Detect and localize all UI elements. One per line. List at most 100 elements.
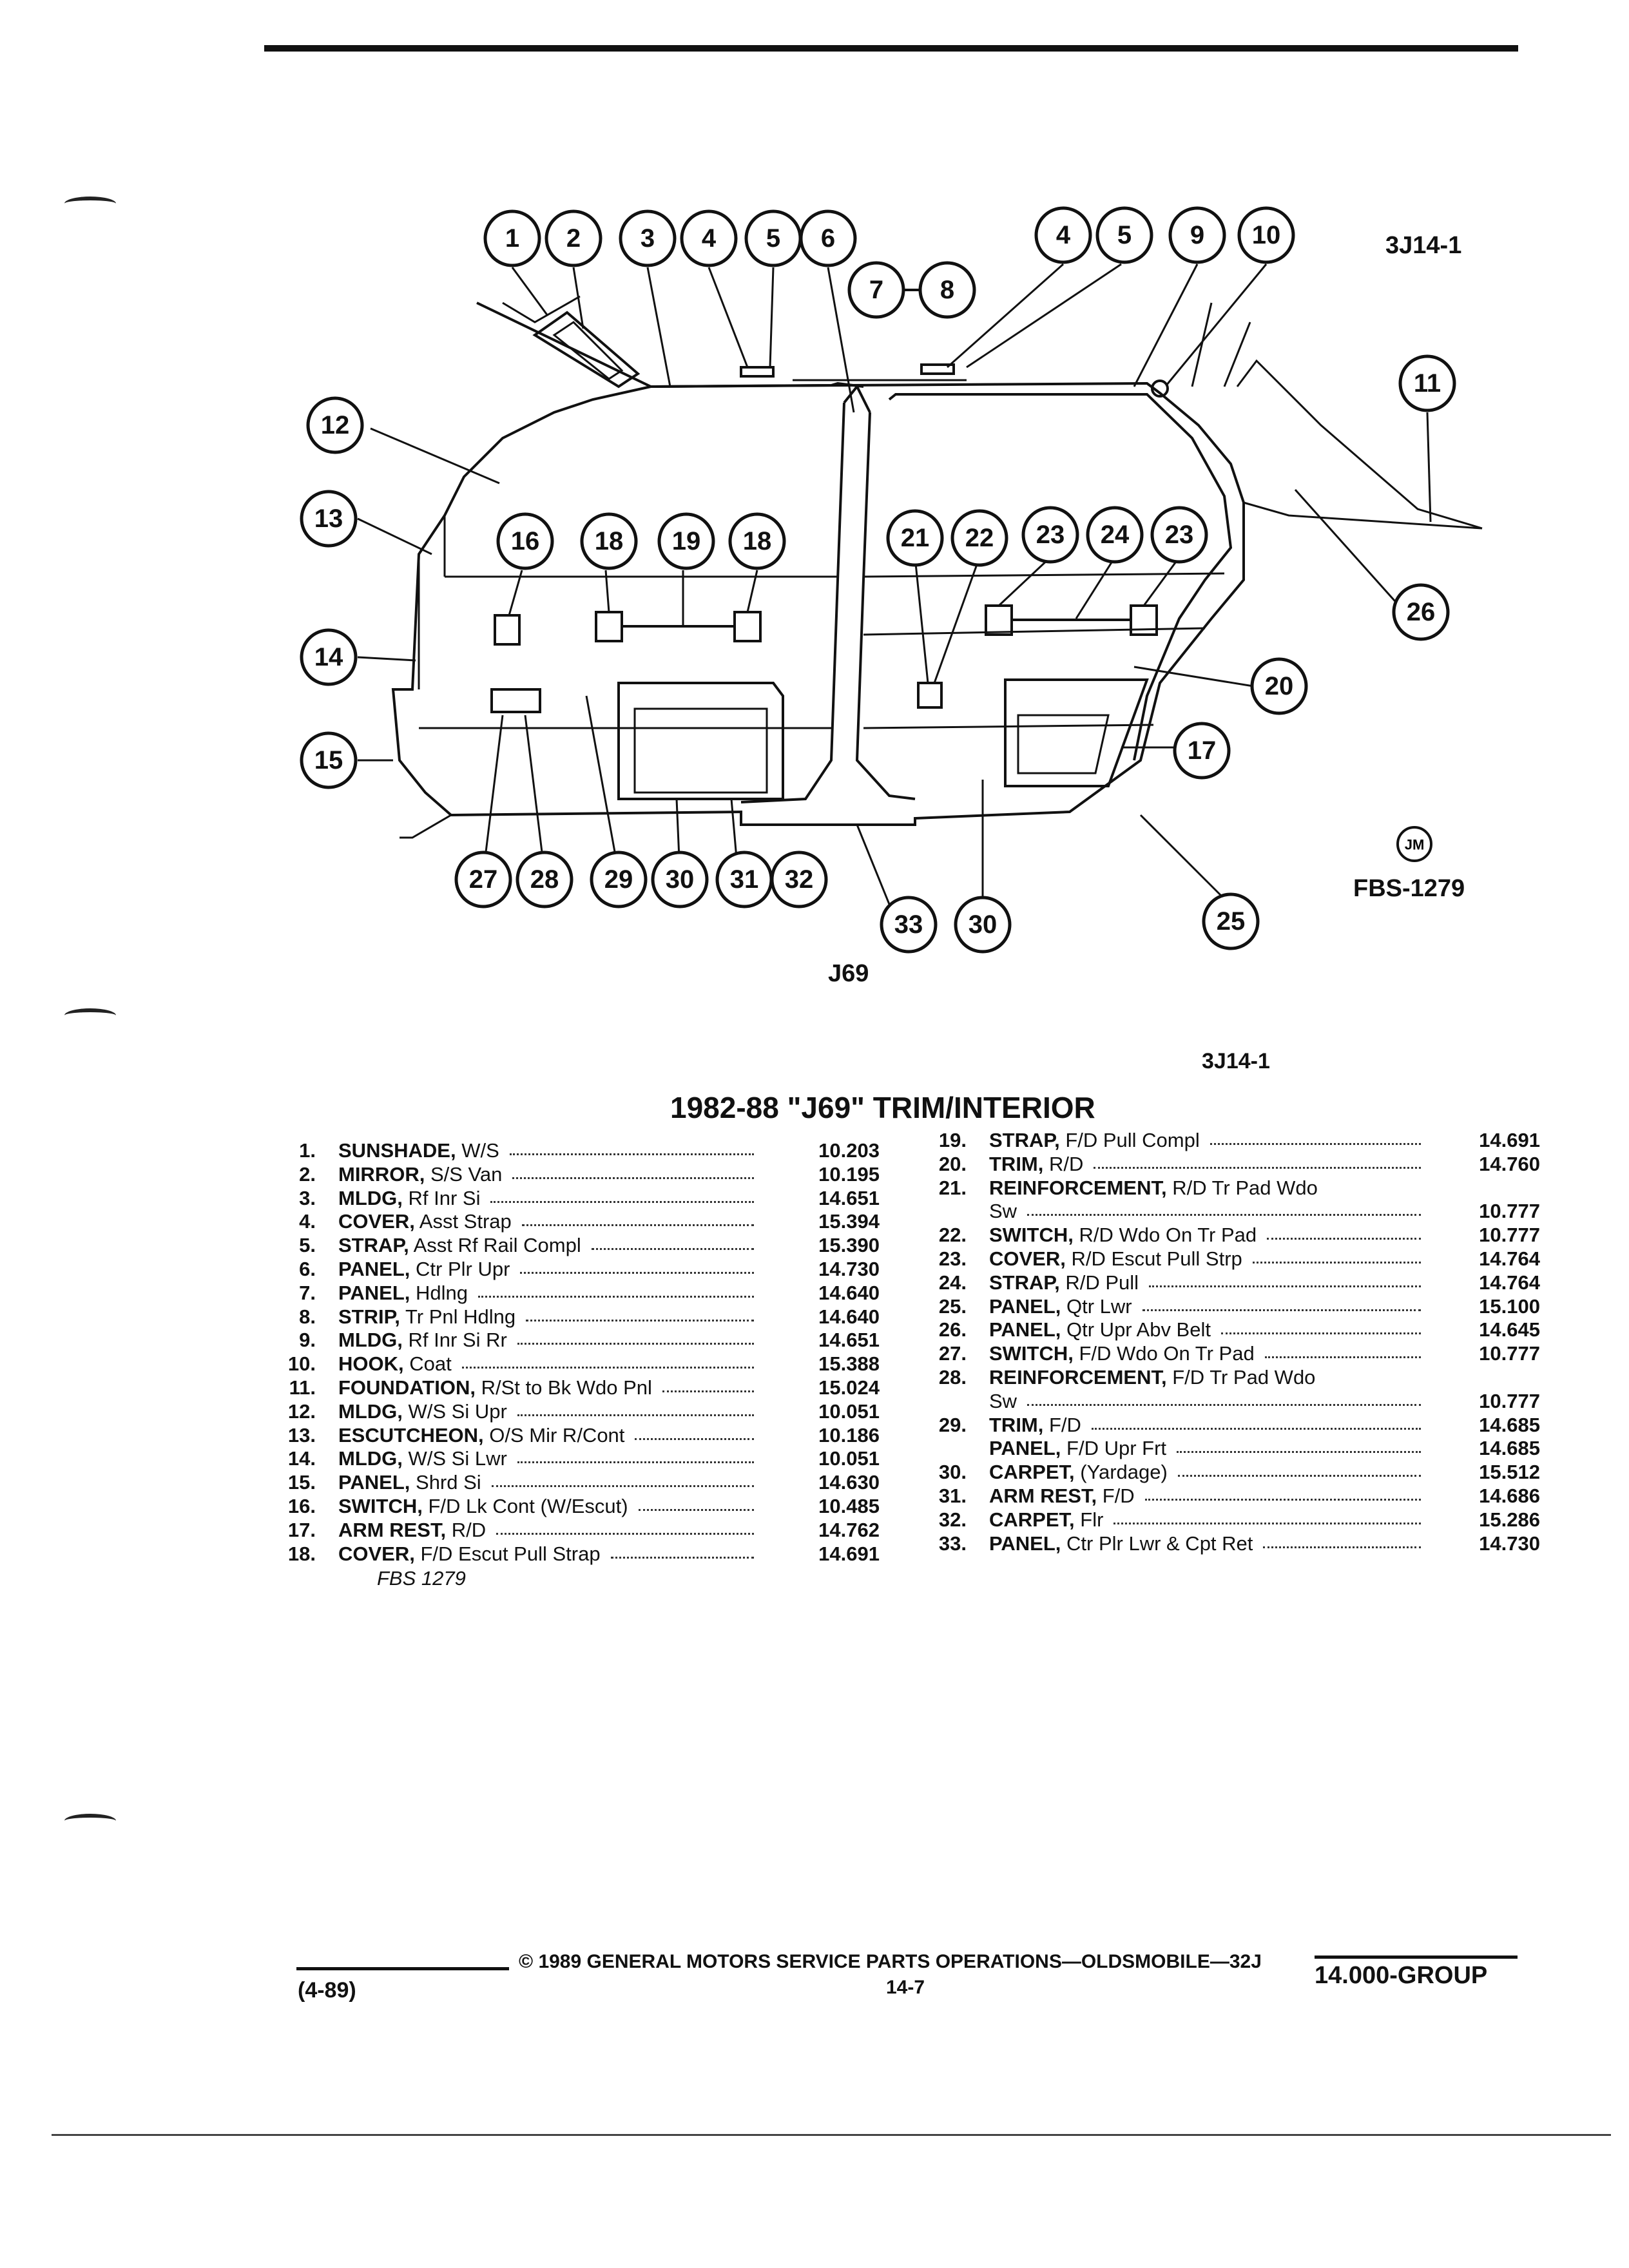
part-name: STRAP, R/D Pull: [989, 1271, 1139, 1295]
part-name-bold: MIRROR,: [338, 1162, 425, 1186]
part-number: 32.: [938, 1508, 967, 1531]
callout-3: 3: [619, 209, 677, 267]
part-code: 14.645: [1479, 1318, 1540, 1341]
part-code: 14.685: [1479, 1437, 1540, 1460]
svg-text:4: 4: [702, 224, 717, 253]
footer-page-number: 14-7: [886, 1977, 925, 1998]
part-code: 14.691: [818, 1542, 880, 1565]
figure-code-top: 3J14-1: [1385, 232, 1462, 259]
part-code: 14.762: [818, 1518, 880, 1541]
part-name-bold: SWITCH,: [338, 1495, 423, 1517]
part-description: F/D Lk Cont (W/Escut): [428, 1495, 628, 1517]
part-description: Hdlng: [416, 1281, 468, 1304]
dot-leader: [1210, 1143, 1421, 1145]
callout-11: 11: [1398, 354, 1456, 412]
svg-text:28: 28: [530, 865, 559, 894]
svg-text:15: 15: [314, 746, 343, 774]
callout-15: 15: [300, 731, 358, 789]
part-code: 15.286: [1479, 1508, 1540, 1531]
part-name: MLDG, Rf Inr Si Rr: [338, 1329, 507, 1352]
callout-2: 2: [545, 209, 602, 267]
svg-text:JM: JM: [1405, 837, 1425, 853]
callout-14: 14: [300, 628, 358, 686]
part-name-bold: PANEL,: [989, 1318, 1061, 1341]
callouts: 1 2 3 4 5 6 7 8 4 5 9 10 11 12 13 14 15 …: [300, 206, 1456, 954]
binder-hole-mark: [64, 1814, 116, 1828]
dot-leader: [662, 1390, 754, 1392]
svg-text:17: 17: [1188, 736, 1217, 765]
part-description: W/S Si Upr: [408, 1399, 507, 1423]
part-name-bold: PANEL,: [338, 1258, 410, 1280]
callout-4: 4: [680, 209, 738, 267]
part-description: Qtr Upr Abv Belt: [1066, 1318, 1211, 1341]
part-description: F/D Upr Frt: [1066, 1437, 1167, 1460]
callout-18: 18: [580, 512, 638, 570]
part-name-bold: REINFORCEMENT,: [989, 1176, 1167, 1199]
part-name: ARM REST, R/D: [338, 1519, 486, 1542]
callout-24: 24: [1086, 506, 1144, 564]
callout-22: 22: [950, 509, 1008, 567]
part-number: 3.: [299, 1186, 316, 1209]
footer-copyright: © 1989 GENERAL MOTORS SERVICE PARTS OPER…: [519, 1951, 1262, 1972]
jm-badge: JM: [1396, 826, 1432, 862]
part-description: F/D Tr Pad Wdo: [1172, 1366, 1316, 1389]
callout-27: 27: [454, 850, 512, 908]
part-name: REINFORCEMENT, R/D Tr Pad Wdo: [989, 1177, 1318, 1200]
part-name-bold: STRAP,: [338, 1234, 409, 1257]
part-code: 10.195: [818, 1162, 880, 1186]
svg-text:9: 9: [1190, 221, 1204, 249]
dot-leader: [1253, 1262, 1421, 1264]
left-footnote: FBS 1279: [377, 1567, 466, 1590]
figure-code-side: FBS-1279: [1353, 875, 1465, 902]
part-name-bold: MLDG,: [338, 1329, 403, 1352]
part-name: STRAP, F/D Pull Compl: [989, 1129, 1200, 1153]
svg-text:29: 29: [604, 865, 633, 894]
part-description: W/S: [461, 1139, 499, 1162]
part-name: TRIM, F/D: [989, 1414, 1081, 1437]
part-row: 28.REINFORCEMENT, F/D Tr Pad Wdo: [928, 1366, 1540, 1390]
top-rule: [264, 45, 1518, 52]
svg-text:5: 5: [1117, 221, 1132, 249]
svg-text:6: 6: [821, 224, 835, 253]
dot-leader: [1027, 1214, 1421, 1216]
svg-text:8: 8: [940, 276, 954, 304]
dot-leader: [1263, 1546, 1421, 1548]
part-name: Sw: [989, 1200, 1017, 1224]
part-code: 14.651: [818, 1186, 880, 1209]
part-number: 6.: [299, 1258, 316, 1280]
part-code: 10.051: [818, 1447, 880, 1470]
part-name: CARPET, Flr: [989, 1508, 1103, 1532]
part-description: Coat: [409, 1352, 452, 1376]
part-code: 14.764: [1479, 1271, 1540, 1294]
svg-text:7: 7: [869, 276, 883, 304]
part-name: PANEL, Ctr Plr Lwr & Cpt Ret: [989, 1532, 1253, 1556]
svg-text:1: 1: [505, 224, 519, 253]
part-name-bold: SUNSHADE,: [338, 1139, 456, 1162]
svg-text:26: 26: [1407, 598, 1436, 626]
part-name: REINFORCEMENT, F/D Tr Pad Wdo: [989, 1366, 1315, 1390]
callout-10: 10: [1237, 206, 1295, 264]
callout-8: 8: [918, 261, 976, 319]
dot-leader: [611, 1556, 754, 1559]
part-code: 15.024: [818, 1376, 880, 1399]
dot-leader: [517, 1414, 754, 1416]
callout-26: 26: [1392, 583, 1450, 641]
part-name-bold: COVER,: [989, 1247, 1066, 1270]
dot-leader: [1149, 1285, 1421, 1287]
dot-leader: [526, 1319, 754, 1321]
part-name-bold: ARM REST,: [338, 1518, 447, 1541]
part-code: 15.394: [818, 1210, 880, 1233]
part-description: F/D: [1049, 1413, 1081, 1436]
part-number: 15.: [287, 1471, 316, 1494]
svg-text:18: 18: [595, 527, 624, 555]
